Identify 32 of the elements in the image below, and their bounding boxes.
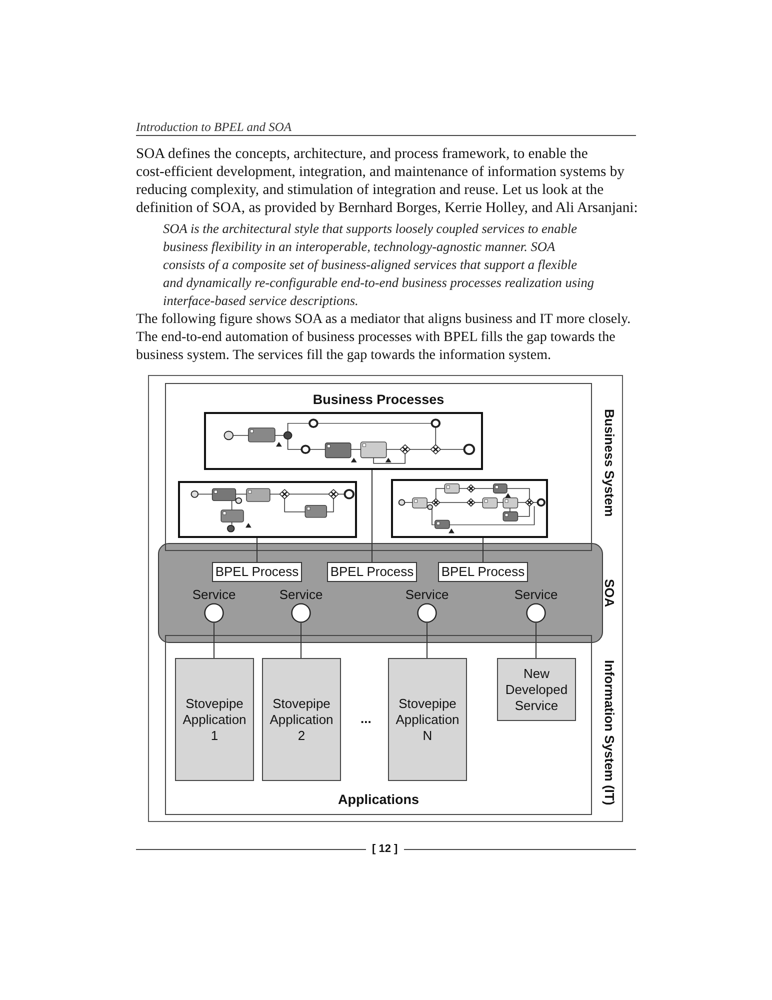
service-label: Service	[405, 587, 449, 603]
connector-line	[482, 538, 484, 562]
connector-line	[256, 538, 258, 562]
page-number: [ 12 ]	[372, 842, 398, 856]
process-box: BPEL Process	[327, 562, 417, 582]
service-label: Service	[279, 587, 323, 603]
applications-panel	[165, 635, 592, 815]
body-paragraph: SOA defines the concepts, architecture, and process framework, to enable the cost-efficient development, integration, and maintenance of information systems by reducing complexity, and stimulation of integration and reuse. Let us look at the definition of SOA, as provided by Bernhard Borges, Kerrie Holley, and Ali Arsanjani:	[136, 145, 638, 217]
application-box: Stovepipe Application 2	[262, 658, 341, 781]
process-model-drawing	[204, 412, 483, 470]
service-label: Service	[514, 587, 558, 603]
section-title: Applications	[338, 792, 419, 808]
ellipsis-text: ...	[360, 711, 372, 727]
connector-line	[300, 622, 302, 658]
soa-band	[158, 543, 603, 643]
service-label: Service	[192, 587, 236, 603]
layer-label: SOA	[601, 579, 617, 608]
process-model-drawing	[391, 479, 548, 538]
business-processes-panel	[165, 383, 592, 551]
process-box: BPEL Process	[212, 562, 302, 582]
application-box: New Developed Service	[497, 658, 576, 721]
application-box: Stovepipe Application 1	[175, 658, 254, 781]
block-quote: SOA is the architectural style that supports loosely coupled services to enable business flexibility in an interoperable, technology-agnostic manner. SOA consists of a composite set of business-aligned services that support a flexible and dynamically re-configurable end-to-end business processes realization using interface-based service descriptions.	[163, 220, 595, 310]
process-model-drawing	[178, 481, 357, 538]
application-box: Stovepipe Application N	[388, 658, 467, 781]
layer-label: Information System (IT)	[601, 660, 617, 805]
layer-label: Business System	[601, 409, 617, 517]
process-box: BPEL Process	[438, 562, 528, 582]
body-paragraph: The following figure shows SOA as a mediator that aligns business and IT more closely. The end-to-end automation of business processes with BPEL fills the gap towards the business system. The services fill the gap towards the information system.	[136, 311, 632, 365]
running-header: Introduction to BPEL and SOA	[136, 119, 292, 135]
section-title: Business Processes	[312, 392, 444, 408]
connector-line	[426, 622, 428, 658]
